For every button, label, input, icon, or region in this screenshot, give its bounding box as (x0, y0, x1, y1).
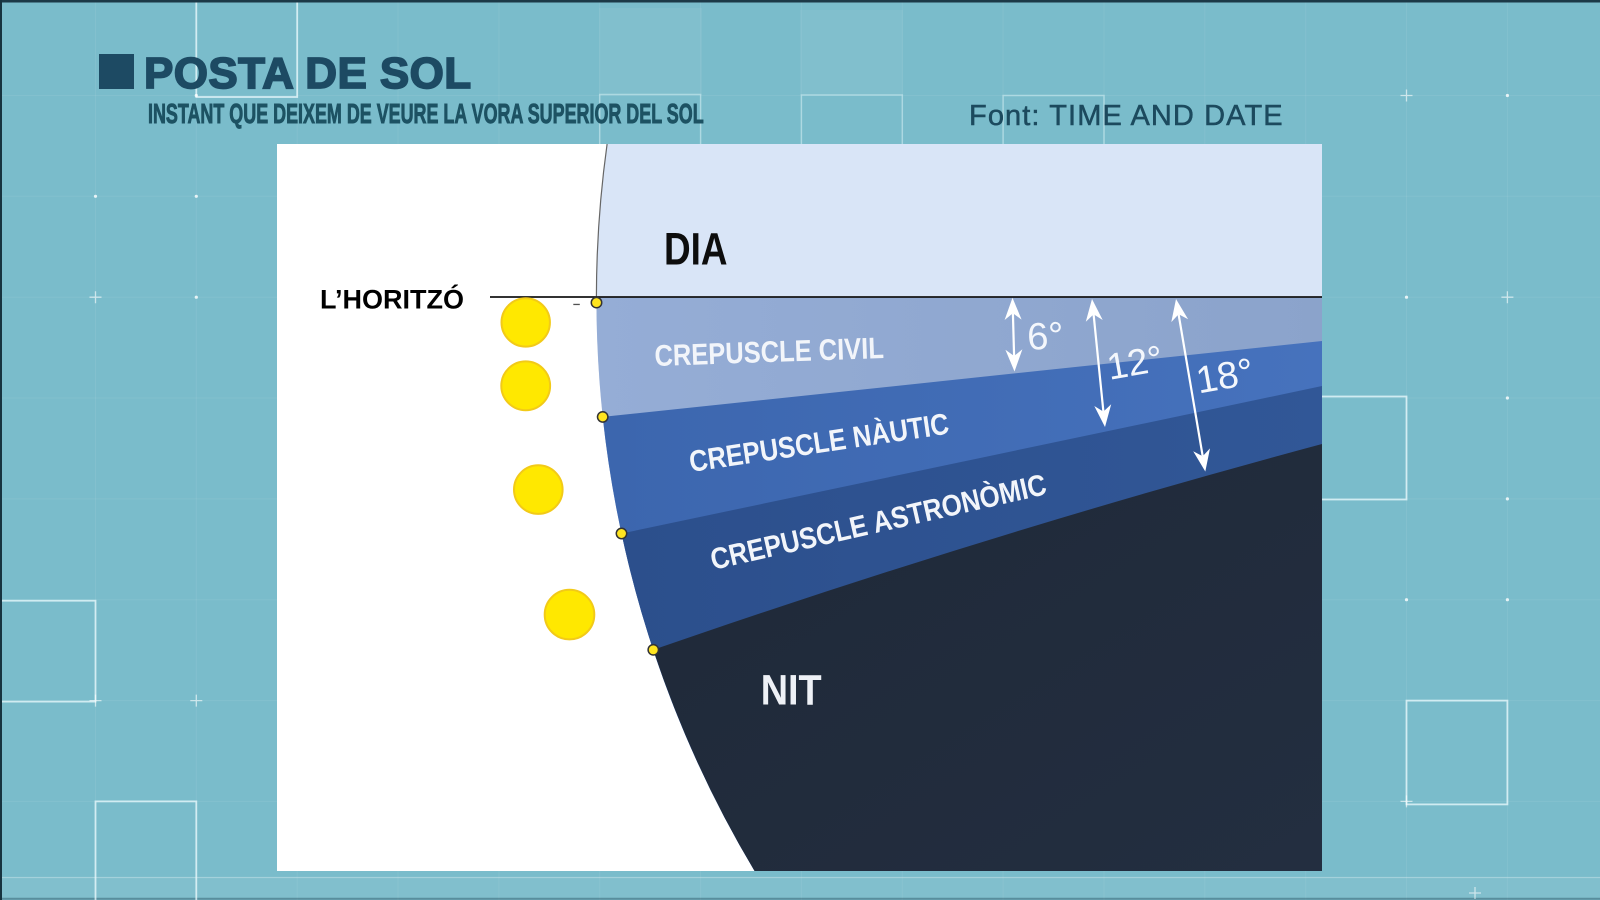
svg-text:18°: 18° (1193, 351, 1257, 402)
svg-text:L’HORITZÓ: L’HORITZÓ (320, 284, 464, 315)
svg-text:6°: 6° (1026, 315, 1064, 359)
svg-text:CREPUSCLE CIVIL: CREPUSCLE CIVIL (654, 331, 884, 372)
svg-text:DIA: DIA (664, 224, 728, 274)
svg-text:12°: 12° (1104, 338, 1166, 388)
svg-text:POSTA DE SOL: POSTA DE SOL (144, 49, 472, 98)
svg-text:Font: TIME AND DATE: Font: TIME AND DATE (969, 100, 1284, 132)
svg-text:INSTANT QUE DEIXEM DE VEURE LA: INSTANT QUE DEIXEM DE VEURE LA VORA SUPE… (148, 98, 704, 129)
svg-text:NIT: NIT (761, 665, 822, 714)
